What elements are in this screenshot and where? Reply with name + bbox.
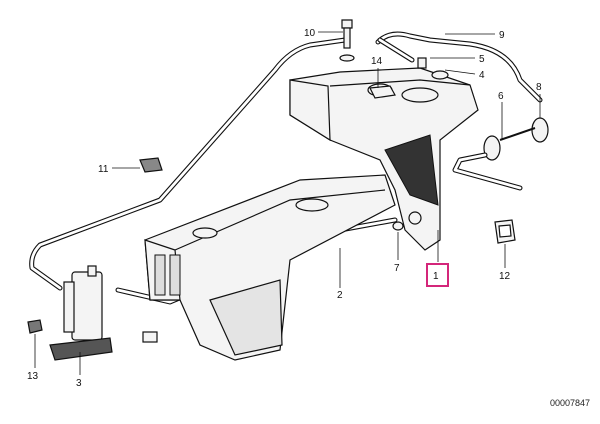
- callout-6: 6: [498, 91, 504, 102]
- callout-13: 13: [27, 371, 39, 382]
- callout-4: 4: [479, 70, 485, 81]
- grommet-7: [392, 221, 404, 231]
- coolant-reservoir: [142, 174, 396, 361]
- bolt-10: [339, 19, 355, 62]
- washer-pump: [49, 265, 113, 361]
- fitting-4: [431, 70, 449, 80]
- fitting-5: [417, 57, 427, 69]
- sender-6: [452, 135, 523, 191]
- clip-11: [139, 157, 163, 173]
- callout-11: 11: [98, 164, 109, 175]
- callout-2: 2: [337, 290, 343, 301]
- callout-3: 3: [76, 378, 82, 389]
- callout-5: 5: [479, 54, 485, 65]
- highlight-box: [426, 263, 449, 287]
- callout-9: 9: [499, 30, 505, 41]
- bracket-12: [494, 219, 516, 244]
- expansion-tank: [289, 67, 479, 251]
- reference-number: 00007847: [549, 398, 590, 408]
- callout-7: 7: [394, 263, 400, 274]
- nut-13: [27, 319, 43, 334]
- top-hose: [375, 31, 543, 103]
- bolt-8: [499, 117, 549, 143]
- callout-10: 10: [304, 28, 316, 39]
- callout-12: 12: [499, 271, 511, 282]
- fitting-14: [369, 85, 396, 99]
- callout-14: 14: [371, 56, 383, 67]
- leader-lines: [34, 31, 541, 375]
- callout-8: 8: [536, 82, 542, 93]
- callout-1: 1: [433, 271, 439, 282]
